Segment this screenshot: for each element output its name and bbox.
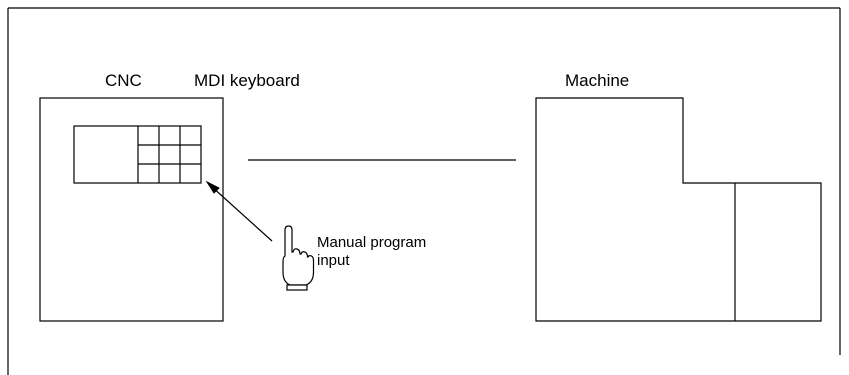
cnc-label: CNC: [105, 71, 142, 90]
cnc-unit: [39, 97, 224, 322]
mdi-keyboard-label: MDI keyboard: [194, 71, 300, 90]
manual-input-label-line2: input: [317, 252, 350, 269]
input-arrow: [205, 180, 273, 242]
manual-input-label-line1: Manual program: [317, 234, 426, 251]
frame: [7, 7, 841, 375]
machine-unit: [535, 97, 822, 322]
pointing-hand-icon: [282, 225, 315, 291]
mdi-keyboard: [137, 126, 201, 183]
machine-label: Machine: [565, 71, 629, 90]
